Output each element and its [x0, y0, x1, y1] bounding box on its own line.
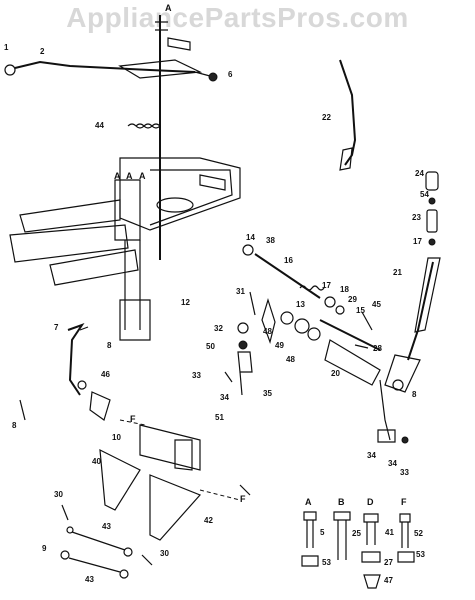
callout-8-left: 8: [12, 421, 17, 430]
callout-43-upper: 43: [102, 522, 111, 531]
handle-knob: [4, 64, 16, 76]
callout-44: 44: [95, 121, 104, 130]
callout-41: 41: [385, 528, 394, 537]
chain-links: [60, 504, 153, 579]
callout-33-right: 33: [400, 468, 409, 477]
view-letter-a-2: A: [126, 171, 133, 181]
view-letters: A A A A F F: [114, 3, 246, 504]
callout-22: 22: [322, 113, 331, 122]
callout-15: 15: [356, 306, 365, 315]
middle-pivot-parts: [224, 291, 256, 396]
callout-53-right: 53: [416, 550, 425, 559]
callout-17-mid: 17: [322, 281, 331, 290]
callout-13: 13: [296, 300, 305, 309]
lift-rod: [14, 60, 196, 73]
callout-43-lower: 43: [85, 575, 94, 584]
callout-35: 35: [263, 389, 272, 398]
view-letter-a-3: A: [139, 171, 146, 181]
view-letter-f-right: F: [240, 494, 246, 504]
callout-labels: 1 2 6 44 22 24 54 23 17 21 14 38 16 17 1…: [4, 43, 429, 585]
callout-34-right-a: 34: [367, 451, 376, 460]
hardware-letter-f: F: [401, 497, 407, 507]
callout-10: 10: [112, 433, 121, 442]
lower-right-link: [379, 379, 391, 441]
callout-5: 5: [320, 528, 325, 537]
callout-1: 1: [4, 43, 9, 52]
callout-34-right-b: 34: [388, 459, 397, 468]
view-letter-f-left: F: [130, 414, 136, 424]
callout-54: 54: [420, 190, 429, 199]
callout-7: 7: [54, 323, 59, 332]
hardware-letter-a: A: [305, 497, 312, 507]
main-lift-handle: [407, 261, 434, 361]
callout-29: 29: [348, 295, 357, 304]
callout-21: 21: [393, 268, 402, 277]
callout-20: 20: [331, 369, 340, 378]
callout-49: 49: [275, 341, 284, 350]
watermark-banner: AppliancePartsPros.com: [66, 2, 409, 33]
lift-handle-assembly: [4, 15, 218, 260]
callout-27: 27: [384, 558, 393, 567]
callout-2: 2: [40, 47, 45, 56]
callout-42: 42: [204, 516, 213, 525]
callout-23: 23: [412, 213, 421, 222]
callout-38: 38: [266, 236, 275, 245]
hardware-legend-letters: A B D F: [305, 497, 407, 507]
callout-17-upper: 17: [413, 237, 422, 246]
callout-46: 46: [101, 370, 110, 379]
lift-links-lower: [99, 419, 251, 541]
hardware-letter-d: D: [367, 497, 374, 507]
callout-51: 51: [215, 413, 224, 422]
callout-32: 32: [214, 324, 223, 333]
lift-pedal-assembly: [19, 323, 111, 421]
cross-shaft-assembly: [242, 244, 381, 386]
callout-28: 28: [373, 344, 382, 353]
callout-18: 18: [340, 285, 349, 294]
callout-9: 9: [42, 544, 47, 553]
tractor-frame: [9, 157, 241, 341]
callout-40: 40: [92, 457, 101, 466]
callout-8-mid: 8: [107, 341, 112, 350]
callout-53-left: 53: [322, 558, 331, 567]
callout-47: 47: [384, 576, 393, 585]
callout-6: 6: [228, 70, 233, 79]
callout-50: 50: [206, 342, 215, 351]
view-letter-a-top: A: [165, 3, 172, 13]
callout-12: 12: [181, 298, 190, 307]
callout-34-left: 34: [220, 393, 229, 402]
view-letter-a-1: A: [114, 171, 121, 181]
callout-45: 45: [372, 300, 381, 309]
callout-25: 25: [352, 529, 361, 538]
callout-30-lower: 30: [160, 549, 169, 558]
hardware-letter-b: B: [338, 497, 345, 507]
callout-48-left: 48: [263, 327, 272, 336]
callout-48-right: 48: [286, 355, 295, 364]
lift-spring: [127, 123, 161, 129]
callout-30-upper: 30: [54, 490, 63, 499]
hardware-legend: [301, 511, 415, 589]
callout-16-upper: 16: [284, 256, 293, 265]
callout-33-left: 33: [192, 371, 201, 380]
callout-8-right: 8: [412, 390, 417, 399]
callout-14: 14: [246, 233, 255, 242]
grip-nut: [208, 72, 218, 82]
selector-rod: [339, 59, 357, 166]
callout-24: 24: [415, 169, 424, 178]
lift-bracket: [118, 59, 203, 79]
callout-52: 52: [414, 529, 423, 538]
handle-grip-parts: [425, 171, 439, 246]
callout-31: 31: [236, 287, 245, 296]
